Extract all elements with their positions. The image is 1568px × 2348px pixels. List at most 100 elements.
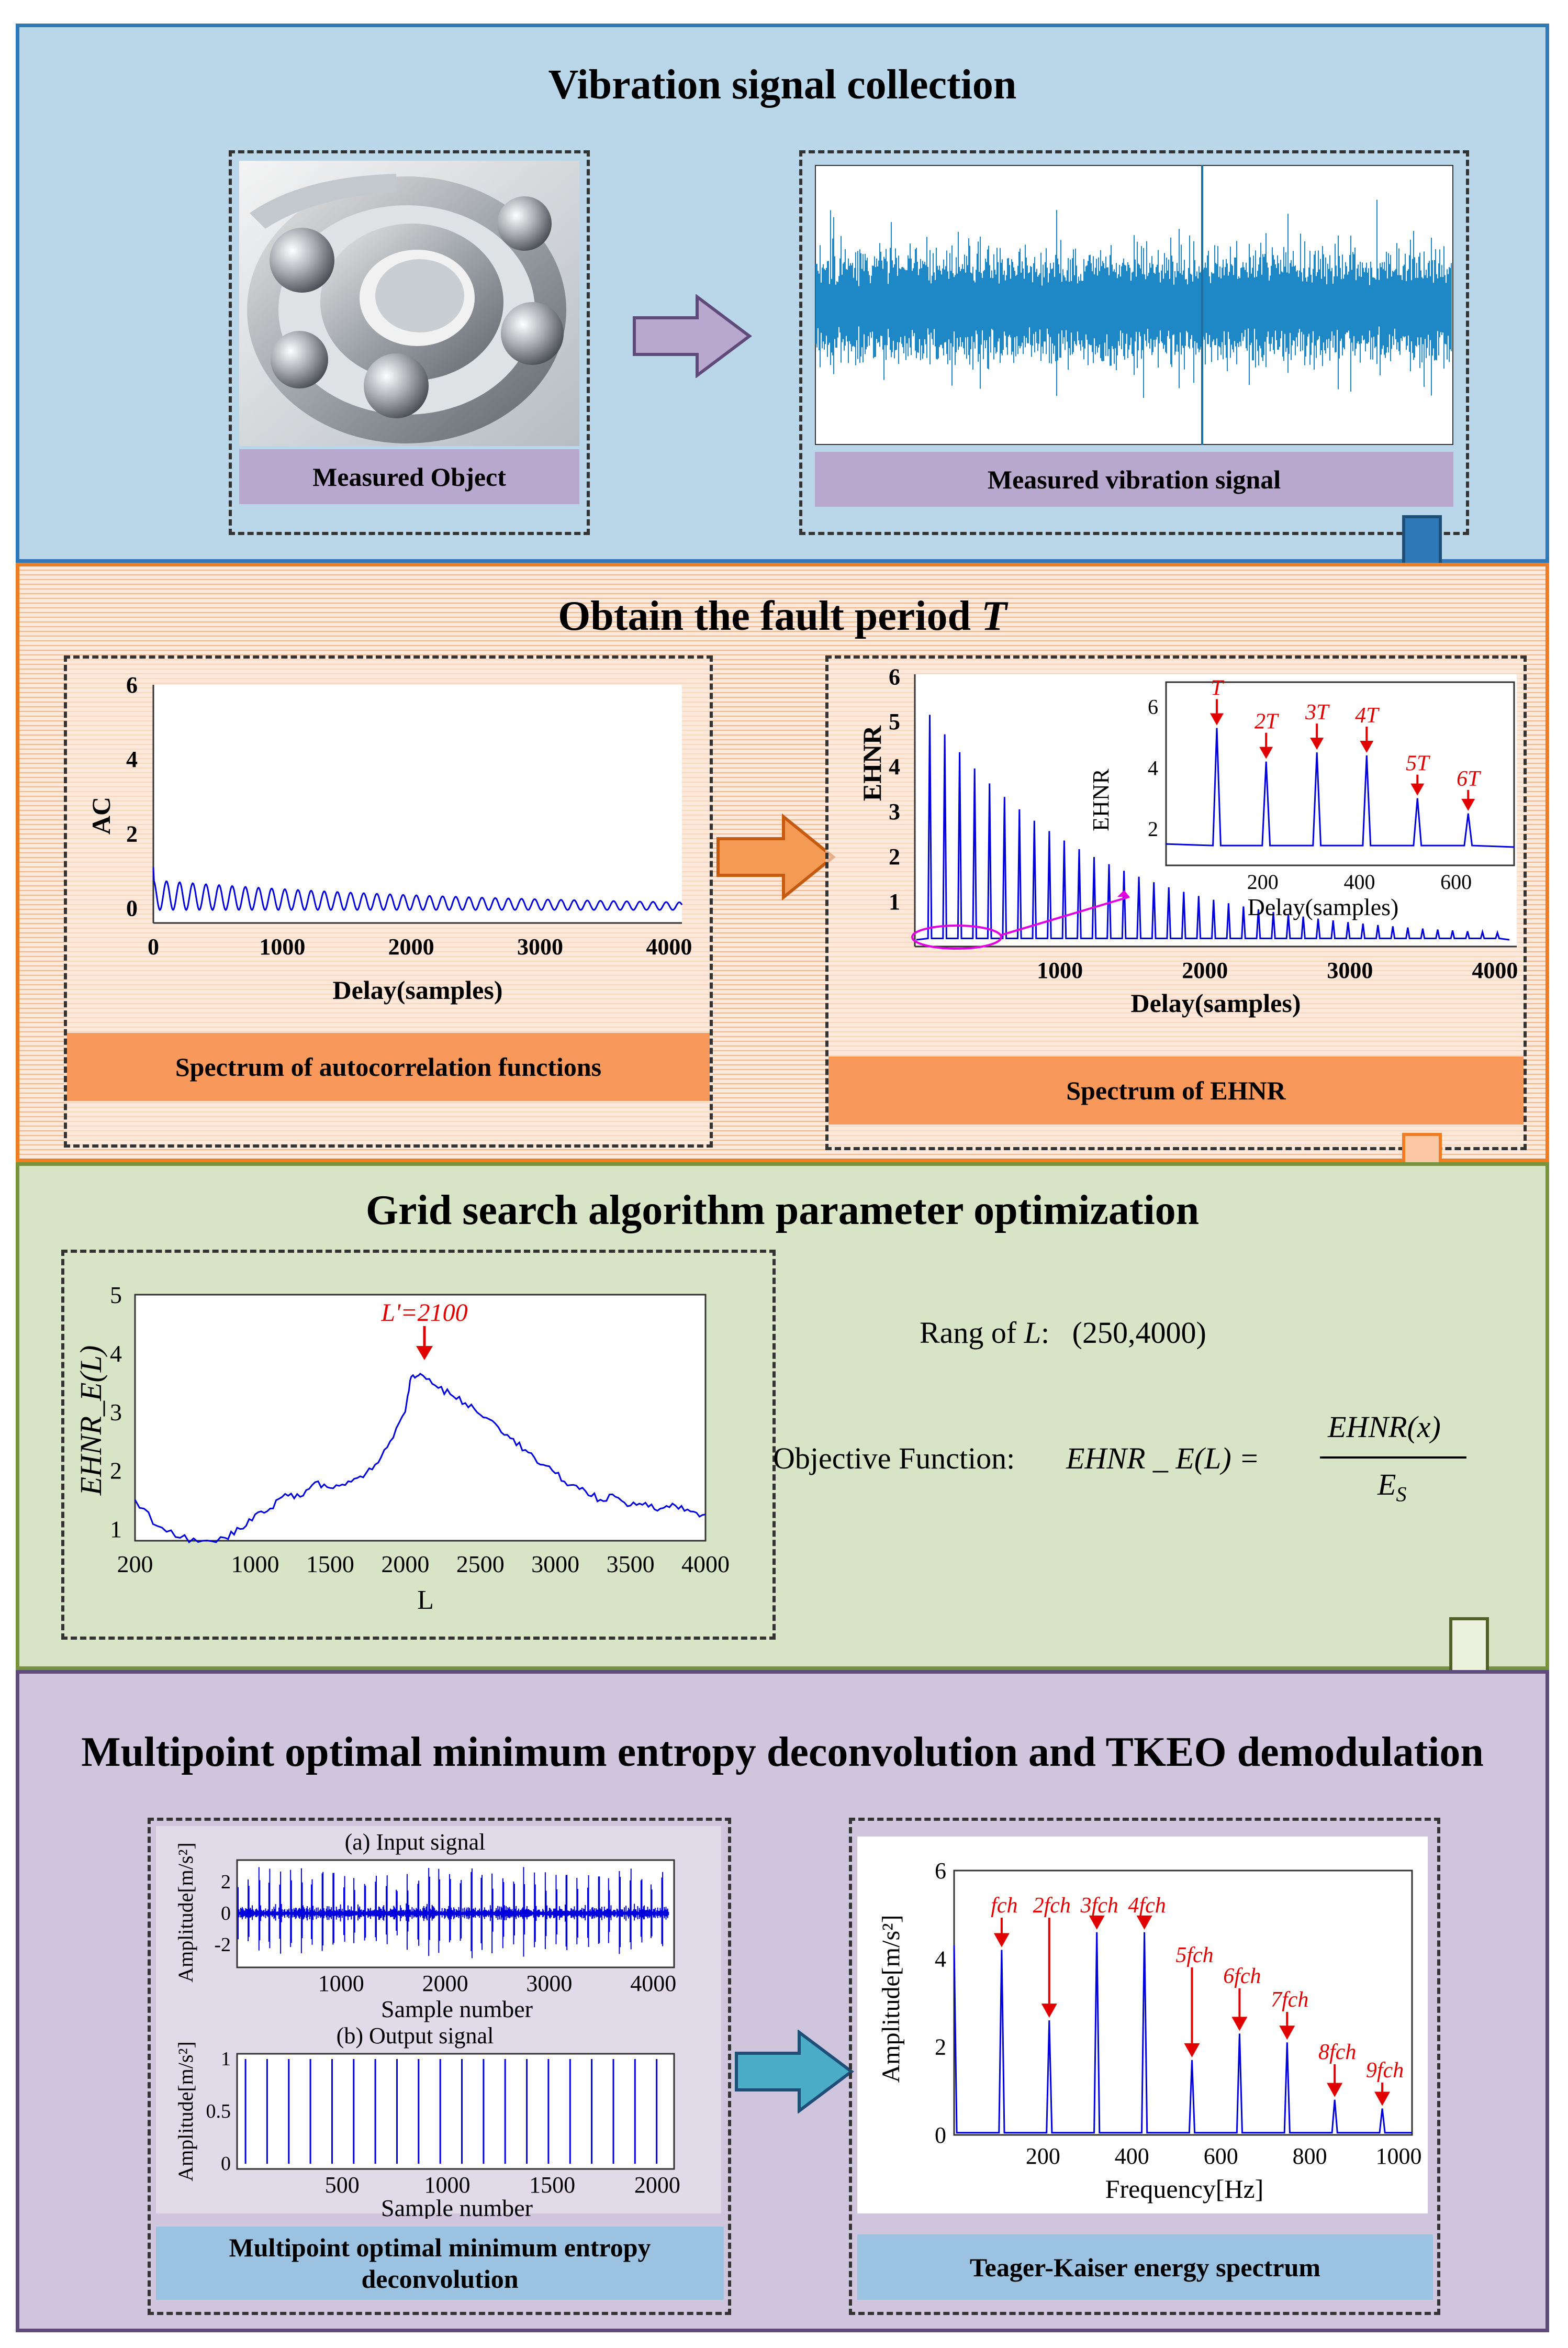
inset-marker-label: 6T [1457,767,1481,791]
gs-xtick: 3500 [607,1551,655,1577]
tk-marker-label: 3fch [1080,1894,1118,1918]
tk-marker-arrow-icon [1136,1915,1152,1930]
input-xtick: 4000 [630,1971,676,1996]
ehnr-ytick: 2 [889,844,900,870]
tk-marker-label: 2fch [1033,1894,1071,1918]
inset-marker-arrow-icon [1310,738,1324,750]
momeda-caption: Multipoint optimal minimum entropy decon… [156,2227,724,2300]
ehnr-ytick: 6 [889,664,900,689]
output-ylabel: Amplitude[m/s²] [174,2041,197,2182]
gs-ytick: 5 [110,1282,122,1308]
gs-xtick: 3000 [531,1551,579,1577]
output-xtick: 1000 [424,2172,470,2198]
tk-ylabel: Amplitude[m/s²] [877,1915,905,2083]
tk-marker-label: fch [991,1894,1017,1918]
output-ytick: 1 [221,2048,231,2070]
stage-title-variable: T [981,593,1007,639]
ehnr-ytick: 5 [889,709,900,735]
formula-numerator: EHNR(x) [1328,1410,1441,1444]
ehnr-xtick: 3000 [1327,958,1373,983]
inset-marker-arrow-icon [1209,713,1224,726]
inset-marker-label: 2T [1255,710,1279,734]
gs-ytick: 4 [110,1340,122,1367]
gs-ytick: 2 [110,1457,122,1484]
output-ytick: 0 [221,2153,231,2175]
tk-ytick: 6 [935,1858,946,1884]
arrow-right-icon [633,294,752,378]
stage-title-text: Obtain the fault period [558,593,982,639]
objective-label: Objective Function: [773,1441,1015,1475]
inset-xlabel: Delay(samples) [1248,894,1399,920]
tk-marker-arrow-icon [1327,2083,1343,2097]
ehnr-e-curve [134,1373,706,1544]
arrow-right-icon [716,813,836,901]
gs-xtick: 1500 [306,1551,354,1577]
output-xtick: 1500 [529,2172,575,2198]
gs-ytick: 1 [110,1516,122,1543]
ehnr-ytick: 1 [889,889,900,915]
tk-marker-arrow-icon [1089,1915,1105,1930]
measured-signal-box: Measured vibration signal [799,150,1469,535]
ehnr-ylabel: EHNR [857,725,887,801]
inset-xtick: 200 [1247,870,1279,894]
input-xtick: 1000 [318,1971,364,1996]
output-xlabel: Sample number [381,2195,533,2219]
formula-lhs: EHNR _ E(L) = [1066,1441,1260,1475]
input-title: (a) Input signal [345,1829,486,1855]
measured-object-box: Measured Object [229,150,590,535]
tk-xtick: 400 [1115,2143,1149,2169]
input-xlabel: Sample number [381,1996,533,2022]
ac-ylabel: AC [86,797,116,834]
ac-ytick: 2 [126,821,138,847]
tk-xtick: 200 [1026,2143,1060,2169]
output-xtick: 500 [325,2172,360,2198]
gs-xlabel: L [417,1585,434,1615]
stage-title: Grid search algorithm parameter optimiza… [365,1187,1200,1233]
range-text: Rang of L: (250,4000) [920,1316,1206,1350]
gs-xtick: 4000 [681,1551,730,1577]
ac-xtick: 3000 [517,934,563,960]
inset-xtick: 600 [1440,870,1472,894]
inset-ytick: 6 [1148,695,1158,719]
tk-marker-label: 8fch [1318,2040,1356,2064]
output-signal-impulses [244,2059,658,2164]
teager-kaiser-caption: Teager-Kaiser energy spectrum [857,2234,1433,2300]
tk-marker-arrow-icon [993,1933,1010,1948]
inset-marker-label: T [1211,676,1224,700]
tk-marker-arrow-icon [1279,2026,1295,2040]
ac-ytick: 6 [126,672,138,698]
ehnr-xtick: 4000 [1472,958,1518,983]
tk-marker-arrow-icon [1184,2043,1200,2057]
stage-title: Vibration signal collection [548,62,1017,108]
input-ytick: 2 [221,1871,231,1893]
gs-xtick: 2500 [456,1551,505,1577]
objective-function: Objective Function: EHNR _ E(L) = EHNR(x… [773,1410,1506,1517]
tk-marker-label: 5fch [1175,1943,1213,1967]
inset-marker-label: 4T [1355,704,1380,728]
ac-ytick: 4 [126,747,138,772]
inset-marker-arrow-icon [1259,747,1273,759]
input-signal-waveform [238,1867,669,1958]
ehnr-caption: Spectrum of EHNR [828,1056,1524,1125]
ehnr-curve [916,715,1510,941]
input-xtick: 3000 [526,1971,572,1996]
inset-marker-arrow-icon [1360,741,1374,753]
ac-xtick: 1000 [259,934,305,960]
tk-xlabel: Frequency[Hz] [1105,2174,1264,2204]
input-ytick: 0 [221,1902,231,1924]
tk-ytick: 4 [935,1946,946,1972]
tk-xtick: 600 [1204,2143,1238,2169]
input-ylabel: Amplitude[m/s²] [174,1842,197,1983]
inset-xtick: 400 [1343,870,1375,894]
zoom-region-ellipse [911,925,1002,950]
optimum-annotation: L'=2100 [380,1299,467,1327]
output-title: (b) Output signal [337,2023,494,2049]
